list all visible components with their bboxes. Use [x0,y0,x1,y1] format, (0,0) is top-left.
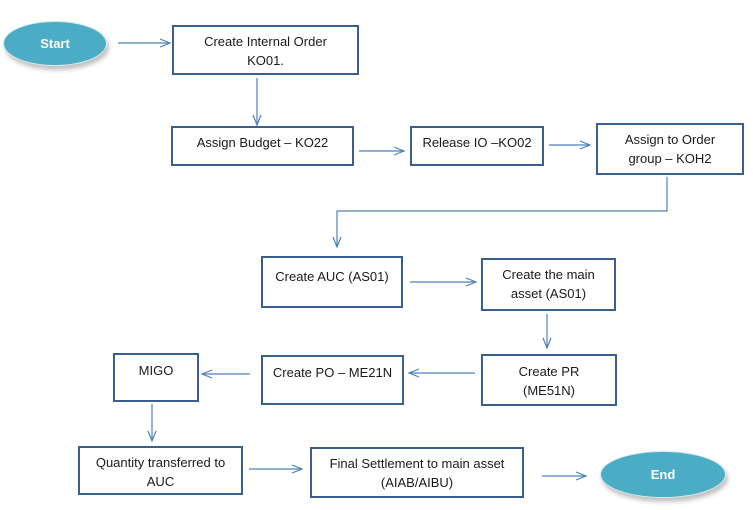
quantity-transferred-box: Quantity transferred to AUC [78,446,243,495]
start-label: Start [40,36,70,51]
assign-budget-box: Assign Budget – KO22 [171,126,354,166]
final-settlement-line-1: Final Settlement to main asset [329,456,505,471]
create-main-asset-line-1: Create the main [502,267,595,282]
migo-label: MIGO [138,363,174,378]
final-settlement-line-2: (AIAB/AIBU) [380,475,454,490]
create-auc-box: Create AUC (AS01) [261,256,403,308]
migo-box: MIGO [113,353,199,402]
end-terminal: End [600,451,726,498]
end-label: End [650,467,676,482]
create-po-box: Create PO – ME21N [261,355,404,405]
create-internal-order-line-2: KO01. [247,53,284,68]
start-terminal: Start [3,21,107,66]
create-internal-order-box: Create Internal Order KO01. [172,25,359,75]
assign-order-group-line-2: group – KOH2 [628,151,712,166]
create-main-asset-line-2: asset (AS01) [510,286,587,301]
final-settlement-box: Final Settlement to main asset (AIAB/AIB… [310,447,524,498]
release-io-label: Release IO –KO02 [422,135,532,150]
create-po-label: Create PO – ME21N [272,365,393,380]
assign-order-group-box: Assign to Order group – KOH2 [596,123,744,175]
release-io-box: Release IO –KO02 [410,126,544,166]
assign-order-group-line-1: Assign to Order [624,132,716,147]
create-pr-box: Create PR (ME51N) [481,354,617,406]
create-auc-label: Create AUC (AS01) [275,269,389,284]
assign-budget-label: Assign Budget – KO22 [196,135,329,150]
arrow-order-group-to-create-auc [337,177,668,247]
create-pr-line-1: Create PR [518,364,580,379]
create-pr-line-2: (ME51N) [522,383,575,398]
create-main-asset-box: Create the main asset (AS01) [481,258,616,311]
quantity-transferred-line-1: Quantity transferred to [95,455,226,470]
quantity-transferred-line-2: AUC [146,474,175,489]
create-internal-order-line-1: Create Internal Order [204,34,327,49]
